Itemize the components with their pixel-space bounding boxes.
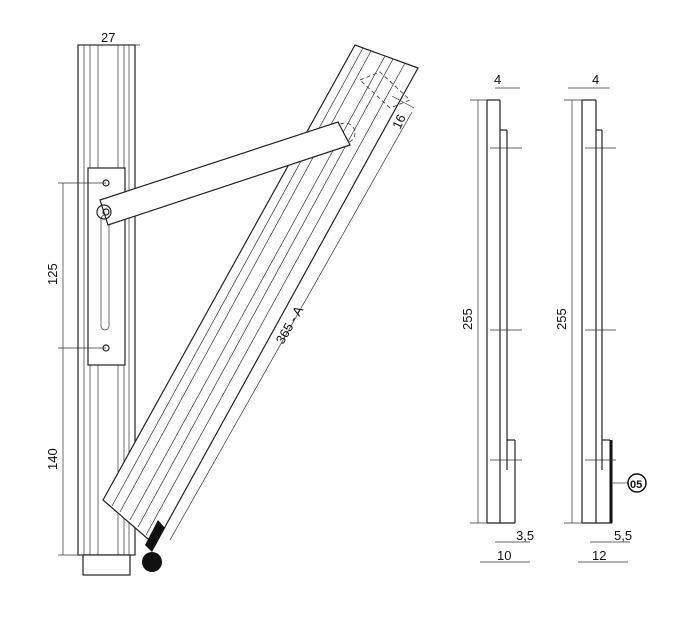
section-a-top-label: 4 — [494, 72, 501, 87]
profile-width-label: 16 — [389, 112, 409, 131]
hinge-knob — [142, 520, 165, 572]
diagonal-profile — [102, 44, 419, 546]
lower-height-label: 140 — [45, 448, 60, 470]
part-callout-circle — [627, 473, 647, 493]
support-arm — [96, 121, 351, 226]
section-a-height-label: 255 — [460, 308, 475, 330]
dimension-lines — [58, 44, 415, 556]
base-block — [82, 554, 131, 576]
part-callout-label: 05 — [630, 479, 642, 491]
width-label: 27 — [101, 30, 115, 45]
upper-height-label: 125 — [45, 263, 60, 285]
section-a-width-label: 10 — [497, 548, 511, 563]
section-a — [470, 87, 530, 563]
section-b-top-label: 4 — [592, 72, 599, 87]
section-b-height-label: 255 — [554, 308, 569, 330]
section-a-offset-label: 3,5 — [516, 528, 534, 543]
section-b — [564, 87, 647, 563]
section-b-width-label: 12 — [592, 548, 606, 563]
section-b-offset-label: 5,5 — [614, 528, 632, 543]
